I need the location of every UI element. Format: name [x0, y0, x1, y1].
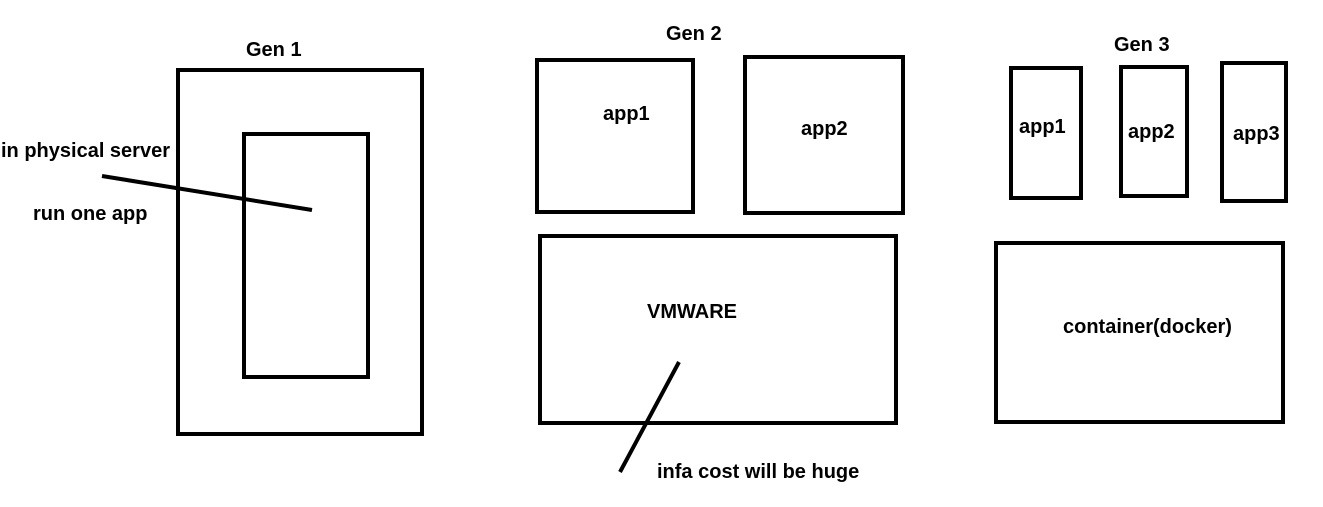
gen2-app2-label: app2: [801, 118, 848, 140]
gen1-pointer-line: [101, 174, 313, 212]
gen1-annotation-run-one-app: run one app: [33, 203, 148, 225]
gen3-app1-label: app1: [1019, 116, 1066, 138]
gen2-vmware-label: VMWARE: [647, 301, 737, 323]
gen2-app1-box: [535, 58, 695, 214]
gen3-title: Gen 3: [1114, 34, 1170, 56]
gen2-app1-label: app1: [603, 103, 650, 125]
gen2-cost-pointer-line: [618, 361, 681, 473]
gen2-cost-note: infa cost will be huge: [657, 461, 860, 483]
gen1-app-box: [242, 132, 370, 379]
gen3-app3-label: app3: [1233, 123, 1280, 145]
gen2-title: Gen 2: [666, 23, 722, 45]
gen2-app2-box: [743, 55, 905, 215]
gen3-app3-box: [1220, 61, 1288, 203]
gen3-app2-box: [1119, 65, 1189, 198]
gen3-app1-box: [1009, 66, 1083, 200]
gen3-container-box: [994, 241, 1285, 424]
gen3-app2-label: app2: [1128, 121, 1175, 143]
gen2-vmware-box: [538, 234, 898, 425]
gen3-container-label: container(docker): [1063, 316, 1232, 338]
gen1-physical-server-box: [176, 68, 424, 436]
gen1-annotation-physical-server: in physical server: [1, 140, 170, 162]
gen1-title: Gen 1: [246, 39, 302, 61]
